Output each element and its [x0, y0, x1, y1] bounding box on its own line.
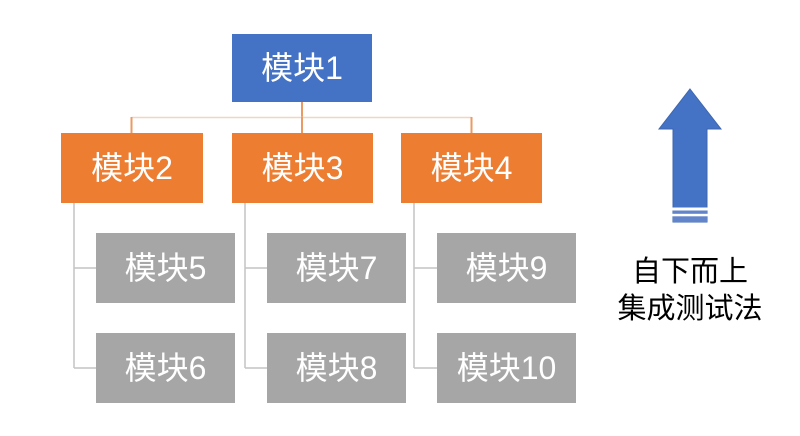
node-module-7: 模块7	[267, 233, 406, 303]
up-arrow-icon	[657, 88, 723, 223]
node-module-4: 模块4	[401, 133, 542, 203]
root-branch-connectors	[130, 102, 473, 133]
node-module-1: 模块1	[232, 34, 372, 102]
node-module-9: 模块9	[437, 233, 576, 303]
node-module-5: 模块5	[96, 233, 235, 303]
node-module-8: 模块8	[267, 333, 406, 403]
annotation-line-1: 自下而上	[631, 256, 748, 288]
node-module-3: 模块3	[232, 133, 373, 203]
annotation-line-2: 集成测试法	[617, 293, 763, 325]
node-module-2: 模块2	[61, 133, 203, 203]
bottom-up-annotation: 自下而上 集成测试法	[600, 254, 780, 328]
node-module-6: 模块6	[96, 333, 235, 403]
node-module-10: 模块10	[437, 333, 576, 403]
